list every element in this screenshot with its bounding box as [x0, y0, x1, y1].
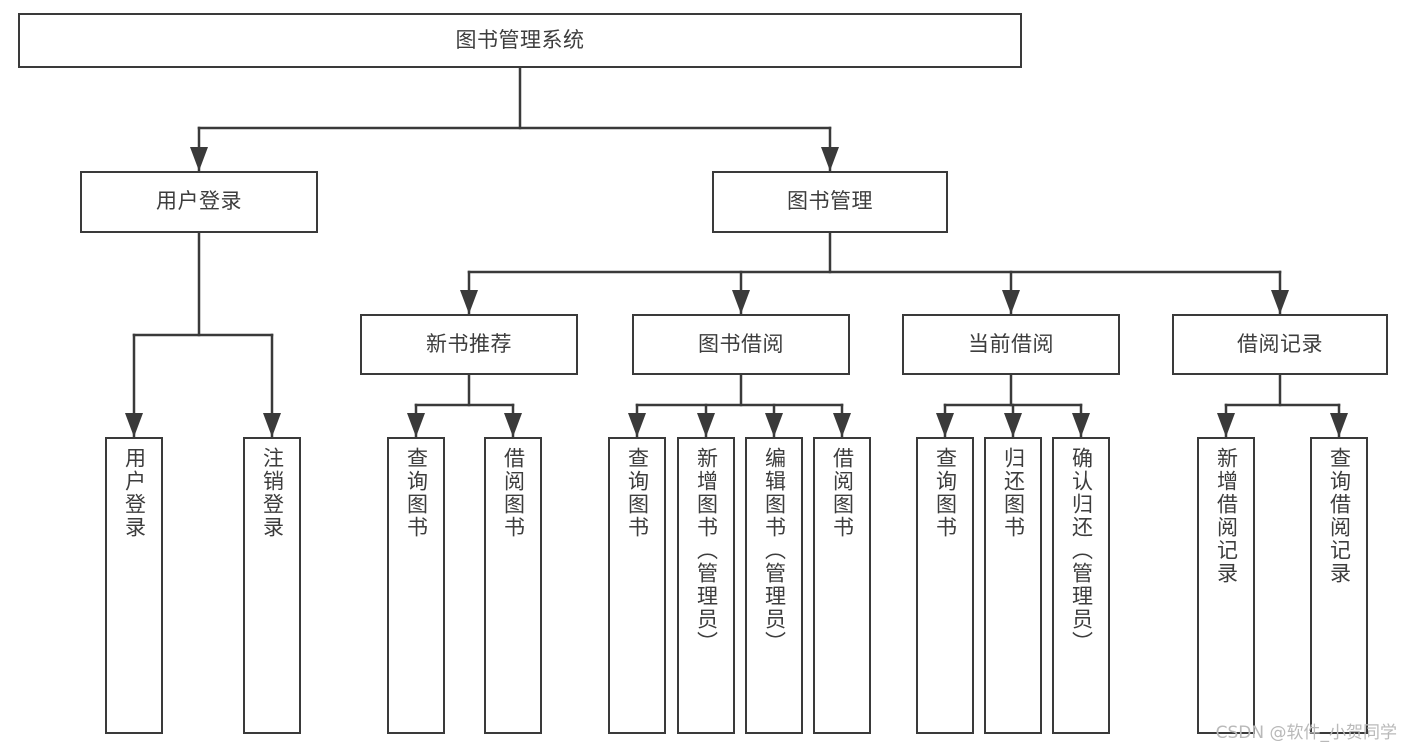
arrowhead-leaf-user-login	[125, 413, 143, 437]
arrowhead-leaf-edit-book	[765, 413, 783, 437]
node-label: 用户登录	[122, 447, 147, 539]
node-label: 查询图书	[933, 447, 958, 539]
arrowhead-current-borrow	[1002, 290, 1020, 314]
node-label: 用户登录	[156, 189, 242, 214]
node-borrow-record[interactable]: 借阅记录	[1172, 314, 1388, 375]
node-label: 查询借阅记录	[1327, 447, 1352, 585]
node-user-login[interactable]: 用户登录	[80, 171, 318, 233]
node-label: 注销登录	[260, 447, 285, 539]
node-leaf-confirm-return[interactable]: 确认归还（管理员）	[1052, 437, 1110, 734]
node-label: 编辑图书（管理员）	[762, 447, 787, 654]
node-label: 图书管理	[787, 189, 873, 214]
arrowhead-book-manage	[821, 147, 839, 171]
node-label: 新书推荐	[426, 331, 512, 356]
arrowhead-book-borrow	[732, 290, 750, 314]
node-book-manage[interactable]: 图书管理	[712, 171, 948, 233]
node-leaf-query-record[interactable]: 查询借阅记录	[1310, 437, 1368, 734]
node-leaf-logout[interactable]: 注销登录	[243, 437, 301, 734]
node-leaf-borrow-book-1[interactable]: 借阅图书	[484, 437, 542, 734]
arrowhead-new-book-rec	[460, 290, 478, 314]
arrowhead-user-login	[190, 147, 208, 171]
node-current-borrow[interactable]: 当前借阅	[902, 314, 1120, 375]
node-root[interactable]: 图书管理系统	[18, 13, 1022, 68]
arrowhead-leaf-return-book	[1004, 413, 1022, 437]
arrowhead-leaf-confirm-return	[1072, 413, 1090, 437]
node-label: 确认归还（管理员）	[1069, 447, 1094, 654]
node-label: 查询图书	[625, 447, 650, 539]
node-leaf-edit-book[interactable]: 编辑图书（管理员）	[745, 437, 803, 734]
node-leaf-add-record[interactable]: 新增借阅记录	[1197, 437, 1255, 734]
node-leaf-query-book-3[interactable]: 查询图书	[916, 437, 974, 734]
node-label: 图书借阅	[698, 331, 784, 356]
arrowhead-leaf-borrow-book-1	[504, 413, 522, 437]
arrowhead-leaf-query-record	[1330, 413, 1348, 437]
arrowhead-leaf-query-book-2	[628, 413, 646, 437]
node-leaf-query-book-1[interactable]: 查询图书	[387, 437, 445, 734]
node-label: 借阅记录	[1237, 331, 1323, 356]
arrowhead-leaf-query-book-3	[936, 413, 954, 437]
node-label: 借阅图书	[501, 447, 526, 539]
node-label: 图书管理系统	[455, 27, 585, 52]
node-leaf-return-book[interactable]: 归还图书	[984, 437, 1042, 734]
node-label: 归还图书	[1001, 447, 1026, 539]
node-label: 新增借阅记录	[1214, 447, 1239, 585]
node-label: 查询图书	[404, 447, 429, 539]
arrowhead-leaf-borrow-book-2	[833, 413, 851, 437]
node-leaf-query-book-2[interactable]: 查询图书	[608, 437, 666, 734]
node-label: 借阅图书	[830, 447, 855, 539]
arrowhead-leaf-add-record	[1217, 413, 1235, 437]
node-leaf-user-login[interactable]: 用户登录	[105, 437, 163, 734]
arrowhead-leaf-add-book	[697, 413, 715, 437]
node-leaf-borrow-book-2[interactable]: 借阅图书	[813, 437, 871, 734]
node-book-borrow[interactable]: 图书借阅	[632, 314, 850, 375]
node-label: 新增图书（管理员）	[694, 447, 719, 654]
arrowhead-leaf-query-book-1	[407, 413, 425, 437]
node-label: 当前借阅	[968, 331, 1054, 356]
node-new-book-rec[interactable]: 新书推荐	[360, 314, 578, 375]
node-leaf-add-book[interactable]: 新增图书（管理员）	[677, 437, 735, 734]
arrowhead-borrow-record	[1271, 290, 1289, 314]
arrowhead-leaf-logout	[263, 413, 281, 437]
